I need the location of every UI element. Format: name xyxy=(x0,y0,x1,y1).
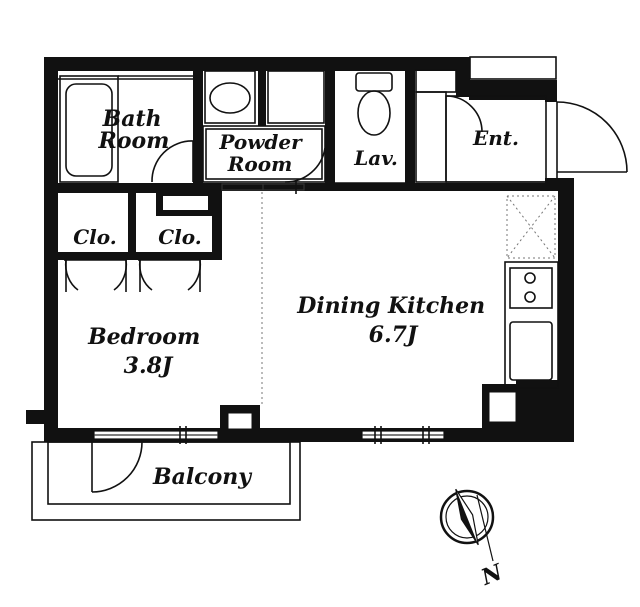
powder-room-label-line2: Room xyxy=(227,152,292,176)
washbasin xyxy=(204,70,256,124)
entrance-inner-door xyxy=(445,95,483,133)
washer-space xyxy=(267,70,325,124)
balcony-label: Balcony xyxy=(152,464,253,490)
interior-walls xyxy=(58,68,558,442)
closet-1-label: Clo. xyxy=(73,225,116,249)
fridge-space xyxy=(506,195,556,259)
bedroom-label-line1: Bedroom xyxy=(87,324,200,350)
top-right-box xyxy=(469,56,557,80)
kitchen-counter xyxy=(504,261,559,389)
bath-room-label-line1: Bath xyxy=(102,106,162,132)
entrance-label: Ent. xyxy=(472,126,519,150)
powder-room-frame xyxy=(202,125,326,183)
dining-kitchen-label-line1: Dining Kitchen xyxy=(296,293,485,319)
closet-2-label: Clo. xyxy=(158,225,201,249)
closet-doors xyxy=(64,259,202,292)
lav-label: Lav. xyxy=(353,146,398,170)
windows xyxy=(93,426,445,444)
toilet xyxy=(355,72,393,136)
balcony-door xyxy=(91,441,143,493)
balcony-frame xyxy=(31,441,301,521)
dining-kitchen-label-line2: 6.7J xyxy=(369,322,419,348)
dining-kitchen-label: Dining Kitchen 6.7J xyxy=(296,293,493,348)
powder-room-label-line1: Powder xyxy=(218,130,303,154)
bedroom-label: Bedroom 3.8J xyxy=(87,324,208,379)
kitchen-sink xyxy=(509,321,553,381)
bedroom-label-line2: 3.8J xyxy=(124,353,174,379)
front-door xyxy=(556,101,628,178)
bathtub xyxy=(58,75,193,183)
bath-door xyxy=(151,140,194,183)
entrance-area xyxy=(415,69,547,183)
compass xyxy=(439,488,495,562)
sliding-door-powder xyxy=(221,180,305,194)
compass-north-label: N xyxy=(477,559,507,591)
bath-room-label-line2: Room xyxy=(98,128,170,154)
stove xyxy=(509,267,553,309)
bath-room-label: Bath Room xyxy=(98,106,170,154)
powder-room-label: Powder Room xyxy=(218,130,308,176)
powder-door xyxy=(284,147,326,183)
